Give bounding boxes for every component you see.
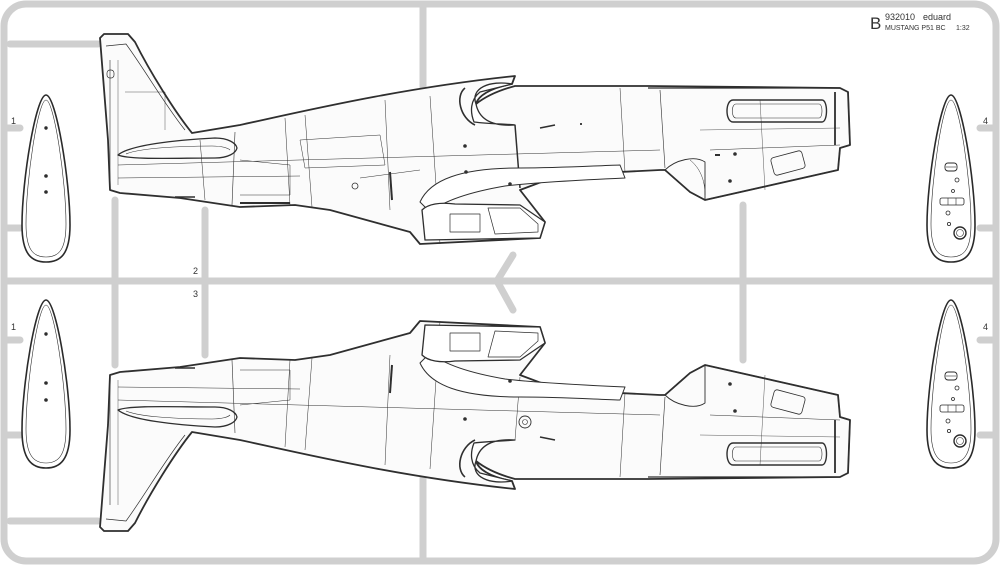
part-number-4-bottom: 4 bbox=[983, 322, 988, 332]
part-number-3: 3 bbox=[193, 289, 198, 299]
cockpit-opening bbox=[470, 82, 516, 126]
fuselage-outline-mirror bbox=[99, 320, 851, 532]
fuselage-half-bottom bbox=[99, 320, 851, 532]
brand-name: eduard bbox=[923, 12, 951, 22]
sprue-letter: B bbox=[870, 14, 881, 33]
part-4-bottom-oval bbox=[926, 299, 976, 469]
fuselage-outline bbox=[99, 33, 851, 245]
part-numbers: 1 1 2 3 4 4 bbox=[11, 116, 988, 332]
part-number-1-top: 1 bbox=[11, 116, 16, 126]
part-1-top-oval bbox=[21, 94, 71, 263]
product-code: 932010 bbox=[885, 12, 915, 22]
part-number-2: 2 bbox=[193, 266, 198, 276]
nose-section bbox=[648, 87, 851, 201]
kit-title: MUSTANG P51 BC bbox=[885, 25, 946, 32]
fuselage-half-top bbox=[99, 33, 851, 245]
wing-root-bay bbox=[419, 164, 626, 213]
part-number-4-top: 4 bbox=[983, 116, 988, 126]
kit-scale: 1:32 bbox=[956, 25, 970, 32]
part-1-bottom-oval bbox=[21, 299, 71, 469]
part-4-top-oval bbox=[926, 94, 976, 263]
sheet-label: B 932010 eduard MUSTANG P51 BC 1:32 bbox=[870, 12, 970, 33]
part-number-1-bottom: 1 bbox=[11, 322, 16, 332]
